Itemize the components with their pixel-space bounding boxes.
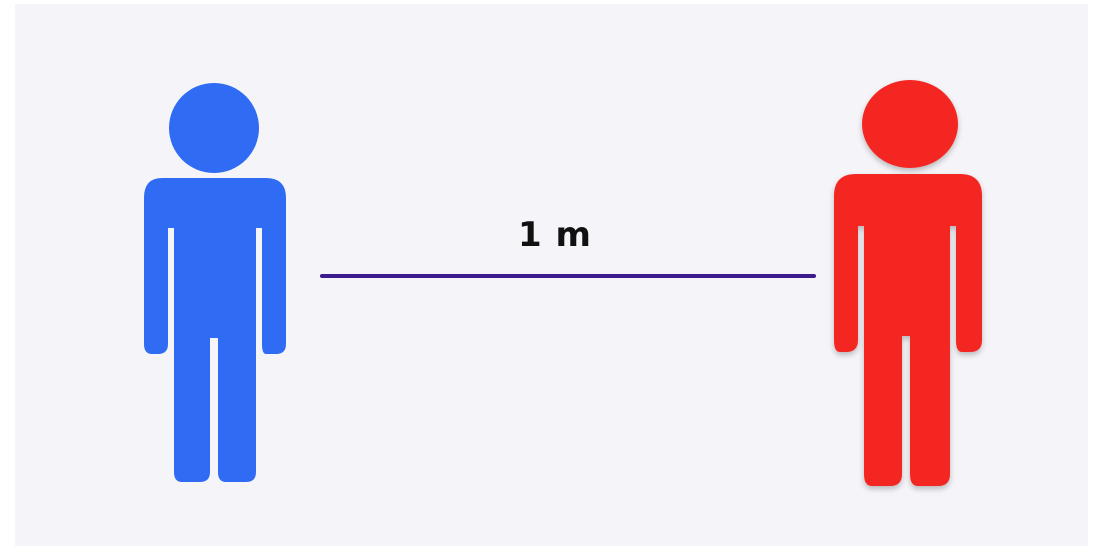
left-person-head xyxy=(169,83,259,173)
right-person-icon xyxy=(834,80,982,486)
left-person-body xyxy=(144,178,286,482)
right-person-head xyxy=(862,80,958,168)
distance-label: 1 m xyxy=(518,215,592,255)
right-person-body xyxy=(834,174,982,486)
left-person-icon xyxy=(144,83,286,482)
